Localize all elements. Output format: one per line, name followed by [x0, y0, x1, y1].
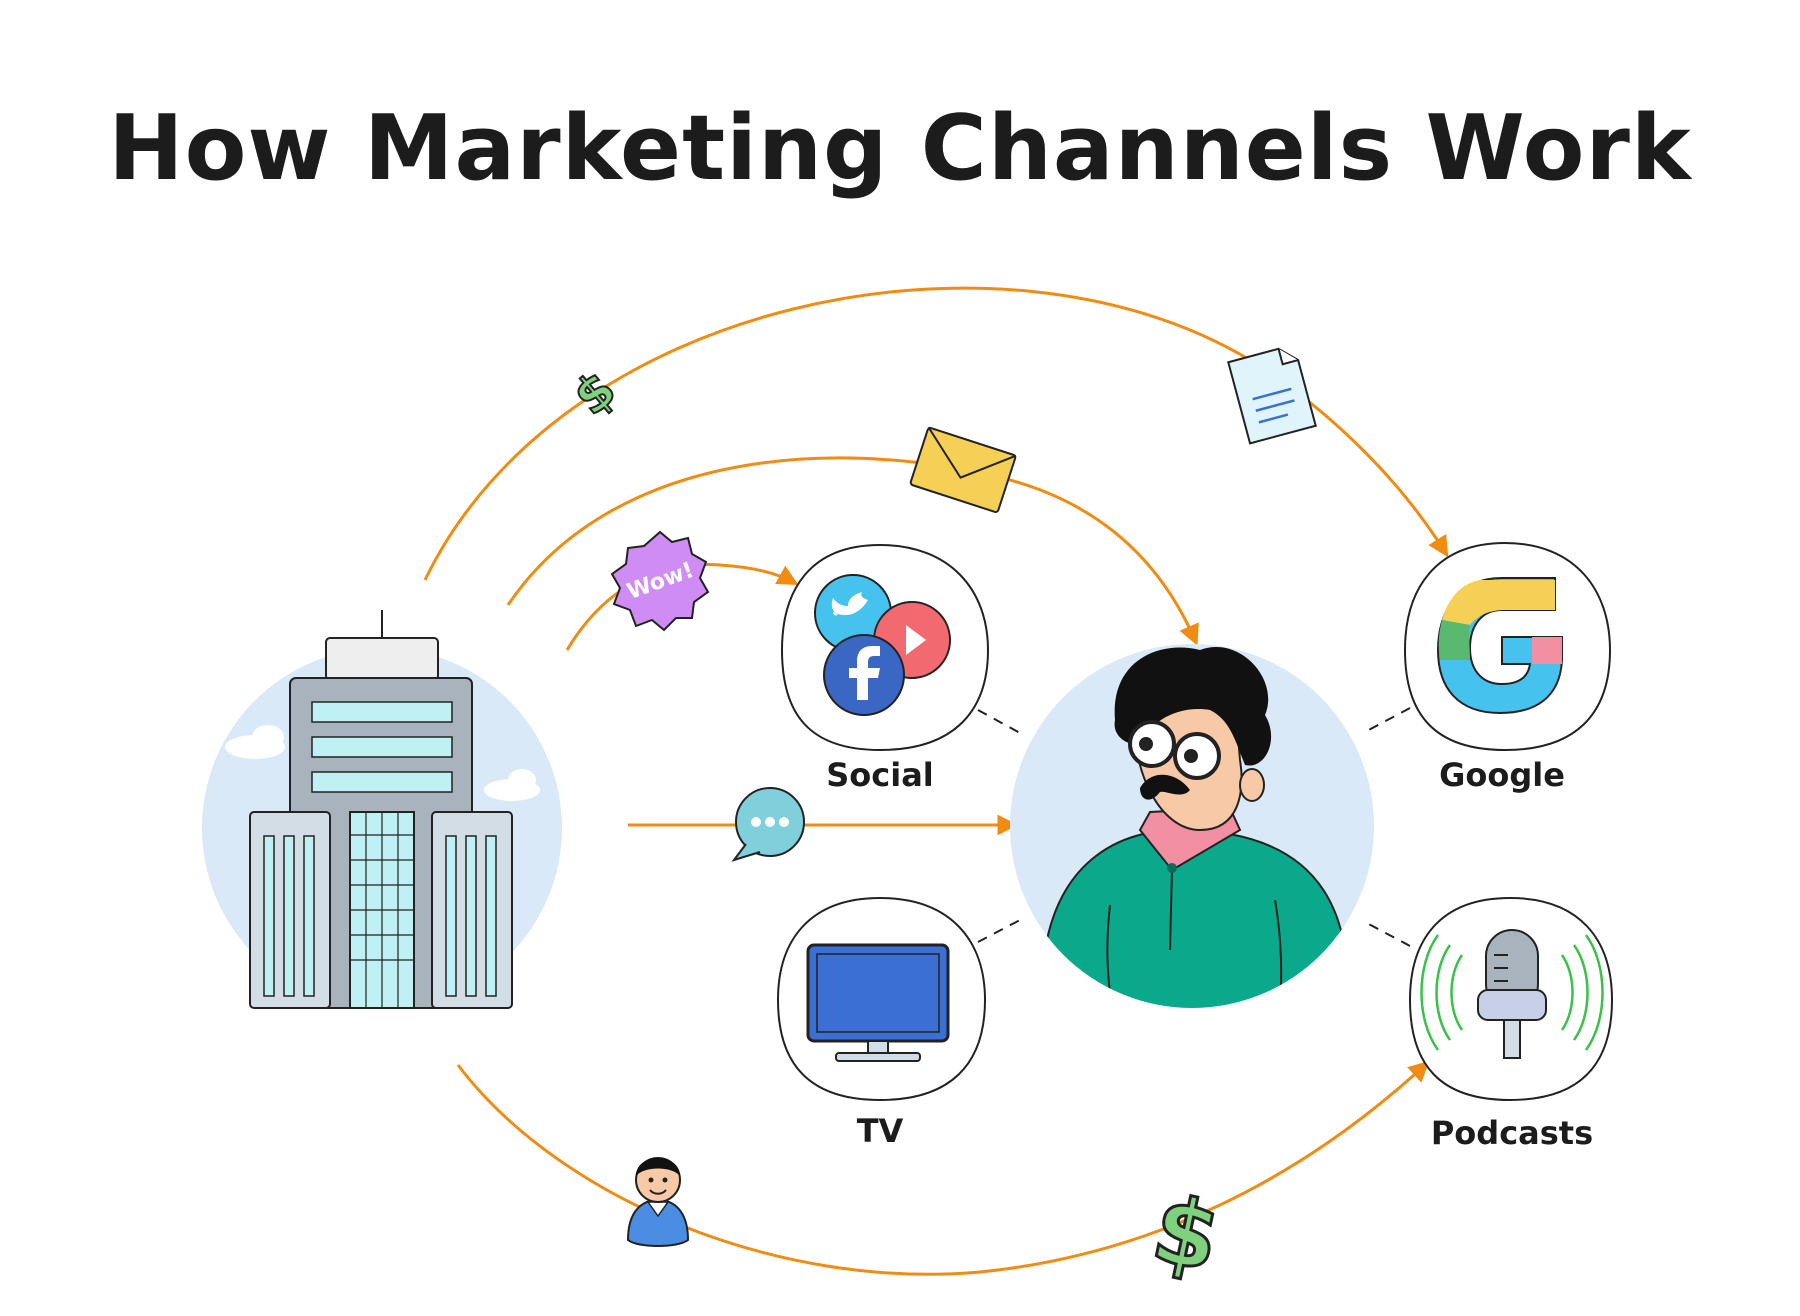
office-building-icon — [202, 610, 562, 1009]
google-label: Google — [1439, 756, 1565, 794]
facebook-icon — [849, 646, 880, 700]
arrow-to-google — [423, 286, 1449, 581]
dashed-connectors — [977, 707, 1411, 947]
tv-icon — [776, 896, 987, 1102]
microphone-icon — [1408, 896, 1614, 1102]
person-icon — [626, 1157, 690, 1247]
money-icon: $ — [562, 359, 628, 428]
chat-bubble-icon — [731, 787, 805, 862]
tv-label: TV — [856, 1112, 904, 1150]
wow-badge: Wow! — [610, 530, 710, 632]
social-media-icons — [780, 543, 990, 752]
google-icon — [1403, 541, 1612, 752]
money-icon: $ — [1142, 1174, 1230, 1295]
envelope-icon — [909, 426, 1017, 513]
podcasts-label: Podcasts — [1430, 1114, 1594, 1152]
svg-text:$: $ — [563, 360, 627, 427]
arrow-to-podcasts — [456, 1060, 1430, 1276]
page-title: How Marketing Channels Work — [108, 96, 1692, 201]
svg-text:$: $ — [1144, 1175, 1229, 1293]
document-icon — [1227, 347, 1317, 445]
customer-person-icon — [1010, 644, 1374, 1008]
social-label: Social — [826, 756, 934, 794]
